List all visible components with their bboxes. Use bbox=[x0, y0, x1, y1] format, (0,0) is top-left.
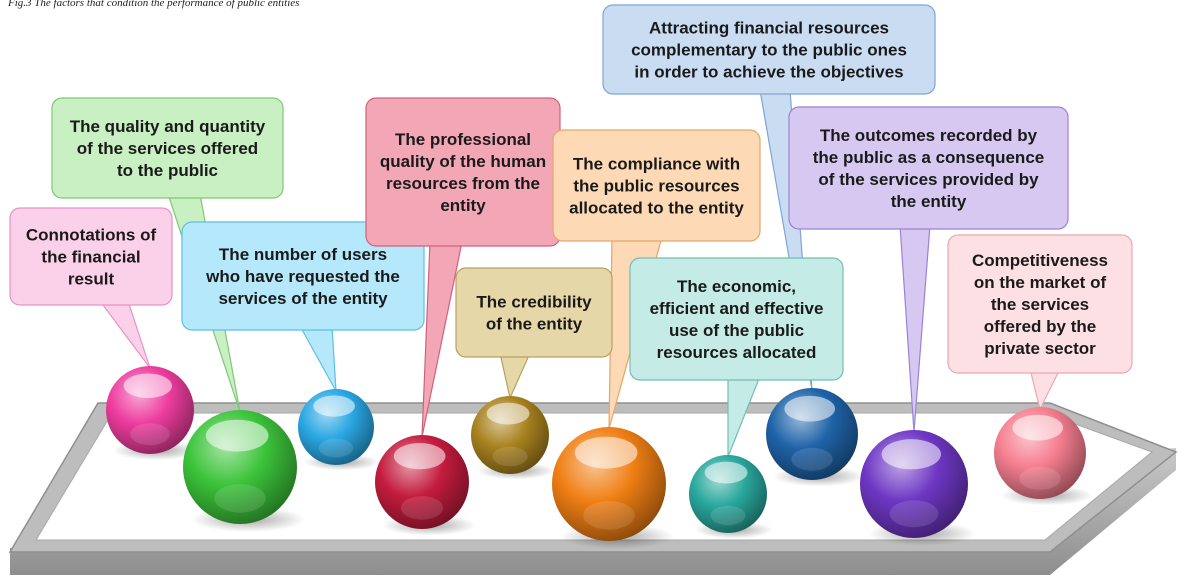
callout-text-line: The outcomes recorded by bbox=[820, 126, 1038, 145]
sphere-credibility bbox=[471, 396, 549, 474]
callout-tail-connotations bbox=[98, 300, 151, 369]
callout-economic: The economic, efficient and effective use … bbox=[629, 257, 844, 381]
callout-text-line: private sector bbox=[984, 339, 1096, 358]
sphere-connotations bbox=[106, 366, 194, 454]
callout-text-line: who have requested the bbox=[205, 267, 400, 286]
callout-text-line: on the market of bbox=[974, 273, 1107, 292]
callout-tail-outcomes bbox=[899, 224, 931, 433]
callout-professional: The professional quality of the human reso… bbox=[365, 97, 561, 247]
callout-compliance: The compliance with the public resources a… bbox=[552, 129, 761, 242]
callout-text-line: resources allocated bbox=[657, 343, 817, 362]
callout-tail-credibility bbox=[499, 352, 531, 400]
callout-text-line: The economic, bbox=[677, 277, 796, 296]
callout-competitiveness: Competitiveness on the market of the servi… bbox=[947, 234, 1133, 374]
sphere-attracting bbox=[766, 388, 858, 480]
callout-text-line: Competitiveness bbox=[972, 251, 1108, 270]
callout-text-line: complementary to the public ones bbox=[631, 41, 907, 60]
callout-text-line: the public resources bbox=[573, 177, 739, 196]
callout-text-line: entity bbox=[440, 196, 486, 215]
callout-text-line: result bbox=[68, 270, 115, 289]
sphere-compliance bbox=[552, 427, 666, 541]
callout-box bbox=[365, 97, 561, 247]
callout-text-line: the entity bbox=[891, 192, 967, 211]
sphere-competitiveness bbox=[994, 407, 1086, 499]
spheres bbox=[106, 366, 1086, 541]
sphere-outcomes bbox=[860, 430, 968, 538]
callout-attracting: Attracting financial resources complement… bbox=[602, 4, 936, 95]
callout-text-line: to the public bbox=[117, 161, 218, 180]
callout-box bbox=[788, 106, 1069, 230]
callout-connotations: Connotations of the financial result bbox=[9, 207, 173, 306]
callout-text-line: efficient and effective bbox=[650, 299, 824, 318]
callout-text-line: quality of the human bbox=[380, 152, 546, 171]
callout-text-line: Connotations of bbox=[26, 226, 157, 245]
callout-box bbox=[602, 4, 936, 95]
callout-box bbox=[9, 207, 173, 306]
sphere-professional bbox=[375, 435, 469, 529]
callout-tail-users bbox=[298, 325, 337, 392]
callout-credibility: The credibility of the entity bbox=[455, 267, 613, 358]
callout-box bbox=[947, 234, 1133, 374]
callout-text-line: offered by the bbox=[984, 317, 1096, 336]
callout-users: The number of users who have requested th… bbox=[181, 221, 425, 331]
callout-text-line: the services bbox=[991, 295, 1089, 314]
callout-box bbox=[51, 97, 284, 199]
callout-text-line: in order to achieve the objectives bbox=[634, 63, 903, 82]
sphere-users bbox=[298, 389, 374, 465]
callout-text-line: The credibility bbox=[476, 293, 592, 312]
callout-text-line: the public as a consequence bbox=[813, 148, 1044, 167]
callout-box bbox=[552, 129, 761, 242]
callout-text-line: of the entity bbox=[486, 315, 583, 334]
callout-text-line: allocated to the entity bbox=[569, 199, 744, 218]
figure-caption: Fig.3 The factors that condition the per… bbox=[8, 0, 300, 9]
callout-text-line: The quality and quantity bbox=[70, 117, 266, 136]
callout-text-line: the financial bbox=[41, 248, 140, 267]
callout-text-line: of the services provided by bbox=[818, 170, 1039, 189]
callout-text-line: use of the public bbox=[669, 321, 804, 340]
callout-text-line: The number of users bbox=[219, 245, 387, 264]
callout-box bbox=[455, 267, 613, 358]
callout-text-line: services of the entity bbox=[218, 289, 388, 308]
callout-box bbox=[629, 257, 844, 381]
callout-quality: The quality and quantity of the services … bbox=[51, 97, 284, 199]
sphere-quality bbox=[183, 410, 297, 524]
callout-bubbles: Connotations of the financial result The qu… bbox=[9, 4, 1133, 381]
sphere-economic bbox=[689, 455, 767, 533]
callout-text-line: Attracting financial resources bbox=[649, 19, 889, 38]
callout-text-line: of the services offered bbox=[77, 139, 258, 158]
callout-outcomes: The outcomes recorded by the public as a … bbox=[788, 106, 1069, 230]
callout-text-line: The professional bbox=[395, 130, 531, 149]
callout-text-line: The compliance with bbox=[573, 155, 740, 174]
callout-text-line: resources from the bbox=[386, 174, 540, 193]
callout-box bbox=[181, 221, 425, 331]
